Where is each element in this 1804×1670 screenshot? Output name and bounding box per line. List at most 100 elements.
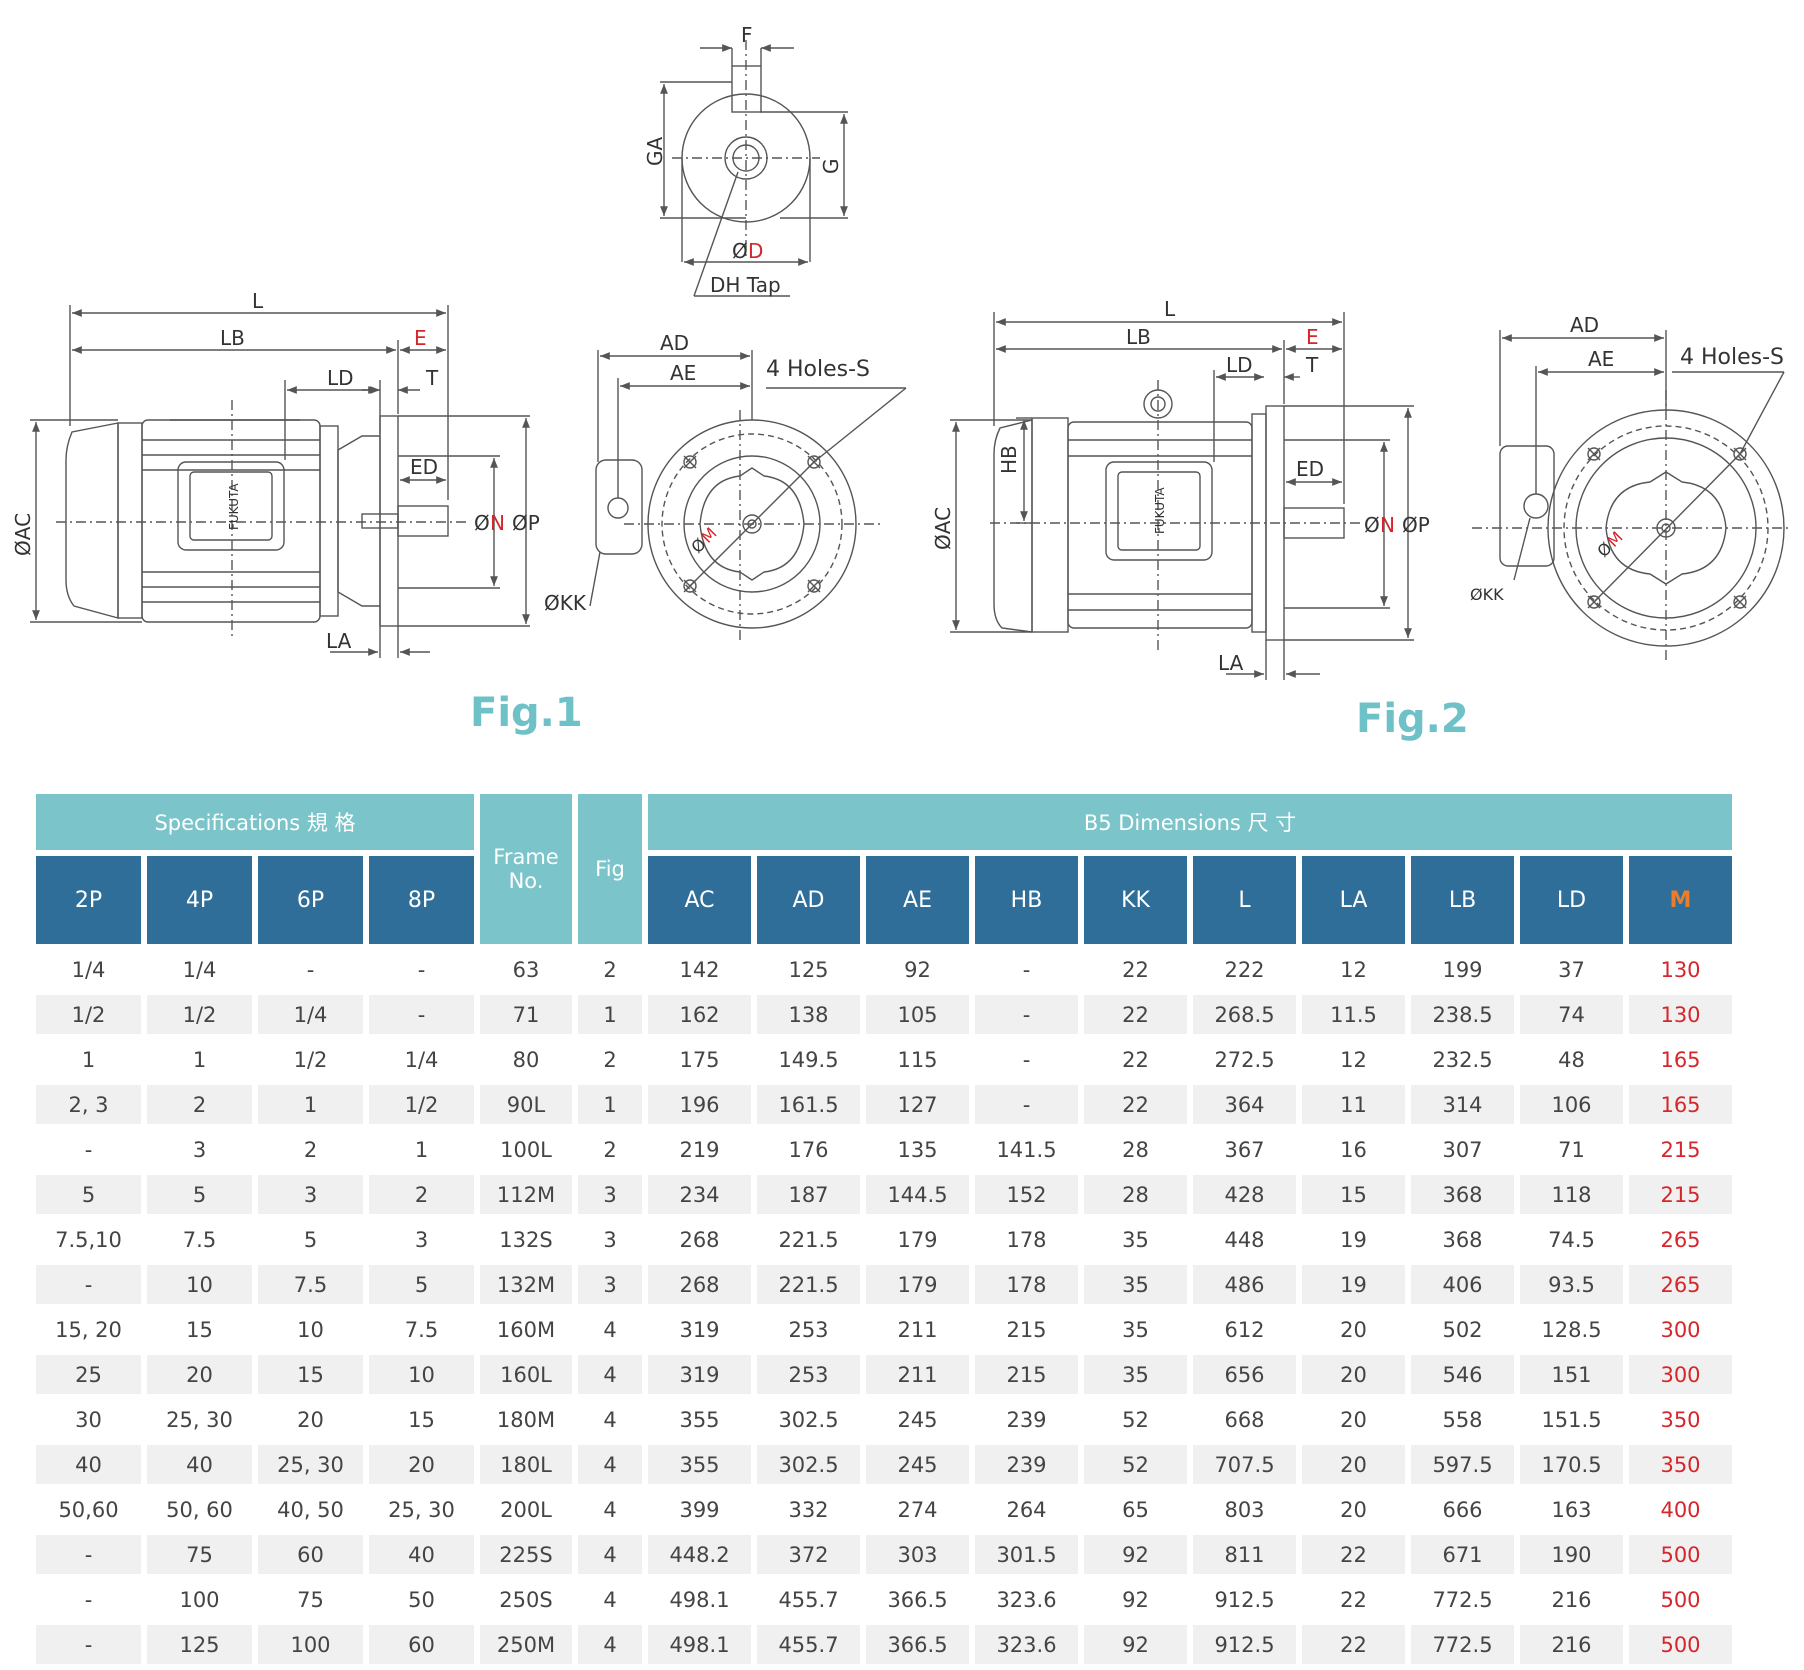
dim-label-ga: GA xyxy=(643,137,667,166)
table-cell: 163 xyxy=(1520,1490,1623,1529)
table-cell: 1 xyxy=(578,1085,642,1124)
table-cell: 4 xyxy=(578,1310,642,1349)
table-cell: 12 xyxy=(1302,1040,1405,1079)
table-cell: - xyxy=(975,1085,1078,1124)
table-cell: 2 xyxy=(147,1085,252,1124)
table-cell: 355 xyxy=(648,1445,751,1484)
fig1-brand-label: FUKUTA xyxy=(227,483,241,530)
table-cell: 3 xyxy=(578,1175,642,1214)
table-cell: 367 xyxy=(1193,1130,1296,1169)
table-cell: 5 xyxy=(369,1265,474,1304)
shaft-end-view xyxy=(660,40,848,297)
table-cell: 301.5 xyxy=(975,1535,1078,1574)
table-cell: 22 xyxy=(1302,1580,1405,1619)
table-cell: 400 xyxy=(1629,1490,1732,1529)
table-cell: 92 xyxy=(1084,1625,1187,1664)
column-header-ld: LD xyxy=(1520,856,1623,944)
table-cell: 22 xyxy=(1084,995,1187,1034)
table-cell: 2 xyxy=(258,1130,363,1169)
table-cell: 1 xyxy=(36,1040,141,1079)
table-cell: 302.5 xyxy=(757,1445,860,1484)
table-cell: 4 xyxy=(578,1445,642,1484)
table-cell: 22 xyxy=(1302,1535,1405,1574)
table-cell: 10 xyxy=(258,1310,363,1349)
table-cell: 28 xyxy=(1084,1175,1187,1214)
table-cell: 40, 50 xyxy=(258,1490,363,1529)
table-cell: 11.5 xyxy=(1302,995,1405,1034)
table-cell: 200L xyxy=(480,1490,572,1529)
table-cell: 2, 3 xyxy=(36,1085,141,1124)
table-cell: 5 xyxy=(147,1175,252,1214)
header-frame-no: Frame No. xyxy=(480,794,572,944)
table-cell: 175 xyxy=(648,1040,751,1079)
table-cell: 5 xyxy=(258,1220,363,1259)
table-cell: 92 xyxy=(1084,1580,1187,1619)
table-cell: 265 xyxy=(1629,1220,1732,1259)
table-cell: 125 xyxy=(147,1625,252,1664)
table-cell: 22 xyxy=(1302,1625,1405,1664)
table-cell: - xyxy=(369,950,474,989)
table-cell: 65 xyxy=(1084,1490,1187,1529)
table-cell: - xyxy=(258,950,363,989)
fig1-label-ed: ED xyxy=(410,455,438,479)
table-cell: 15 xyxy=(258,1355,363,1394)
table-cell: 142 xyxy=(648,950,751,989)
table-cell: 20 xyxy=(369,1445,474,1484)
fig2-label-l: L xyxy=(1164,297,1176,321)
table-cell: 35 xyxy=(1084,1265,1187,1304)
table-cell: 211 xyxy=(866,1355,969,1394)
table-cell: 162 xyxy=(648,995,751,1034)
table-cell: 1/4 xyxy=(36,950,141,989)
table-cell: 2 xyxy=(369,1175,474,1214)
table-cell: 455.7 xyxy=(757,1580,860,1619)
table-cell: 4 xyxy=(578,1400,642,1439)
table-cell: 92 xyxy=(866,950,969,989)
table-cell: 1/2 xyxy=(36,995,141,1034)
dim-label-d-prefix: Ø xyxy=(732,239,748,263)
table-cell: 323.6 xyxy=(975,1580,1078,1619)
table-cell: 264 xyxy=(975,1490,1078,1529)
table-cell: 274 xyxy=(866,1490,969,1529)
table-cell: 238.5 xyxy=(1411,995,1514,1034)
table-cell: 15 xyxy=(369,1400,474,1439)
fig1-label-ac: ØAC xyxy=(11,513,35,556)
table-cell: 323.6 xyxy=(975,1625,1078,1664)
table-cell: 152 xyxy=(975,1175,1078,1214)
table-cell: 10 xyxy=(147,1265,252,1304)
table-cell: 707.5 xyxy=(1193,1445,1296,1484)
table-cell: 268 xyxy=(648,1265,751,1304)
table-cell: 71 xyxy=(1520,1130,1623,1169)
table-cell: 10 xyxy=(369,1355,474,1394)
fig1-label-p: ØP xyxy=(512,511,540,535)
table-cell: 811 xyxy=(1193,1535,1296,1574)
table-cell: 40 xyxy=(369,1535,474,1574)
table-cell: 912.5 xyxy=(1193,1580,1296,1619)
table-cell: 500 xyxy=(1629,1625,1732,1664)
table-cell: 165 xyxy=(1629,1085,1732,1124)
table-cell: 222 xyxy=(1193,950,1296,989)
table-cell: 500 xyxy=(1629,1580,1732,1619)
table-cell: 319 xyxy=(648,1310,751,1349)
table-cell: 15 xyxy=(1302,1175,1405,1214)
fig1-label-n: N xyxy=(490,511,505,535)
fig2-label-n: N xyxy=(1380,513,1395,537)
table-cell: 406 xyxy=(1411,1265,1514,1304)
table-cell: 60 xyxy=(369,1625,474,1664)
table-cell: 170.5 xyxy=(1520,1445,1623,1484)
table-cell: 30 xyxy=(36,1400,141,1439)
table-cell: 118 xyxy=(1520,1175,1623,1214)
table-cell: 15, 20 xyxy=(36,1310,141,1349)
table-cell: 187 xyxy=(757,1175,860,1214)
fig1-label-la: LA xyxy=(326,629,352,653)
table-cell: 912.5 xyxy=(1193,1625,1296,1664)
table-cell: 4 xyxy=(578,1535,642,1574)
table-cell: 199 xyxy=(1411,950,1514,989)
table-cell: 20 xyxy=(1302,1400,1405,1439)
fig1-label-kk: ØKK xyxy=(544,591,587,615)
table-cell: 160L xyxy=(480,1355,572,1394)
table-cell: 196 xyxy=(648,1085,751,1124)
